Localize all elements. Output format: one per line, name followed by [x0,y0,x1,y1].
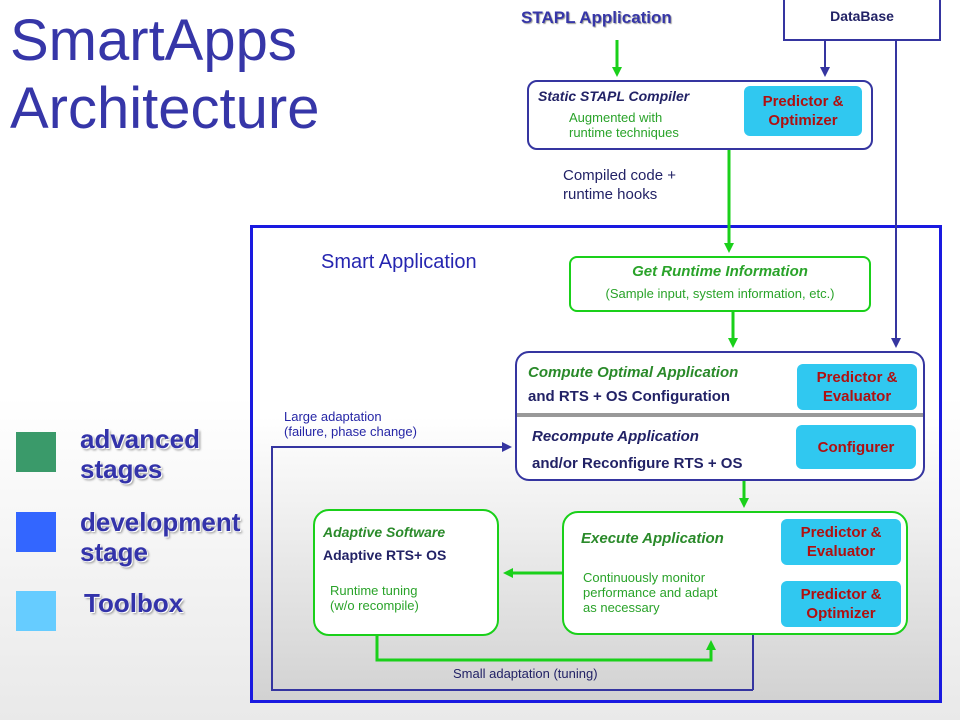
get-runtime-box [569,256,871,312]
legend-swatch-toolbox [16,591,56,631]
legend-label-toolbox: Toolbox [84,588,184,618]
compiler-predictor-optimizer: Predictor & Optimizer [744,86,862,136]
stapl-application-label: STAPL Application [521,8,672,27]
compute-line-1: Compute Optimal Application [528,364,739,381]
adaptive-note: Runtime tuning (w/o recompile) [330,583,419,613]
small-adaptation-label: Small adaptation (tuning) [453,666,598,681]
legend-swatch-development [16,512,56,552]
adaptive-software-box [313,509,499,636]
database-box: DataBase [783,0,941,41]
title-line-1: SmartApps [10,8,297,73]
execute-application-title: Execute Application [581,530,724,547]
compute-line-2: and RTS + OS Configuration [528,388,731,405]
compute-predictor-evaluator: Predictor & Evaluator [797,364,917,410]
get-runtime-title: Get Runtime Information [632,263,808,280]
execute-predictor-optimizer: Predictor & Optimizer [781,581,901,627]
arrow-large-adaptation-loop [271,442,753,691]
arrow-small-adaptation-loop [375,636,716,662]
execute-predictor-evaluator: Predictor & Evaluator [781,519,901,565]
configurer: Configurer [796,425,916,469]
recompute-line-2: and/or Reconfigure RTS + OS [532,455,743,472]
legend-swatch-advanced [16,432,56,472]
database-label: DataBase [830,8,894,24]
static-compiler-title: Static STAPL Compiler [538,88,690,104]
large-adaptation-label: Large adaptation (failure, phase change) [284,409,417,439]
smart-application-label: Smart Application [321,251,477,273]
title-line-2: Architecture [10,76,320,141]
get-runtime-subtitle: (Sample input, system information, etc.) [605,286,835,301]
adaptive-software-title: Adaptive Software [323,524,446,540]
execute-note: Continuously monitor performance and ada… [583,570,718,615]
recompute-line-1: Recompute Application [532,428,699,445]
compute-divider [517,413,923,417]
legend-label-advanced: advanced stages [80,424,200,484]
legend-label-development: development stage [80,507,241,567]
compiled-code-label: Compiled code + runtime hooks [563,167,676,203]
compiler-note: Augmented with runtime techniques [569,110,679,140]
adaptive-rts-os: Adaptive RTS+ OS [323,547,447,563]
